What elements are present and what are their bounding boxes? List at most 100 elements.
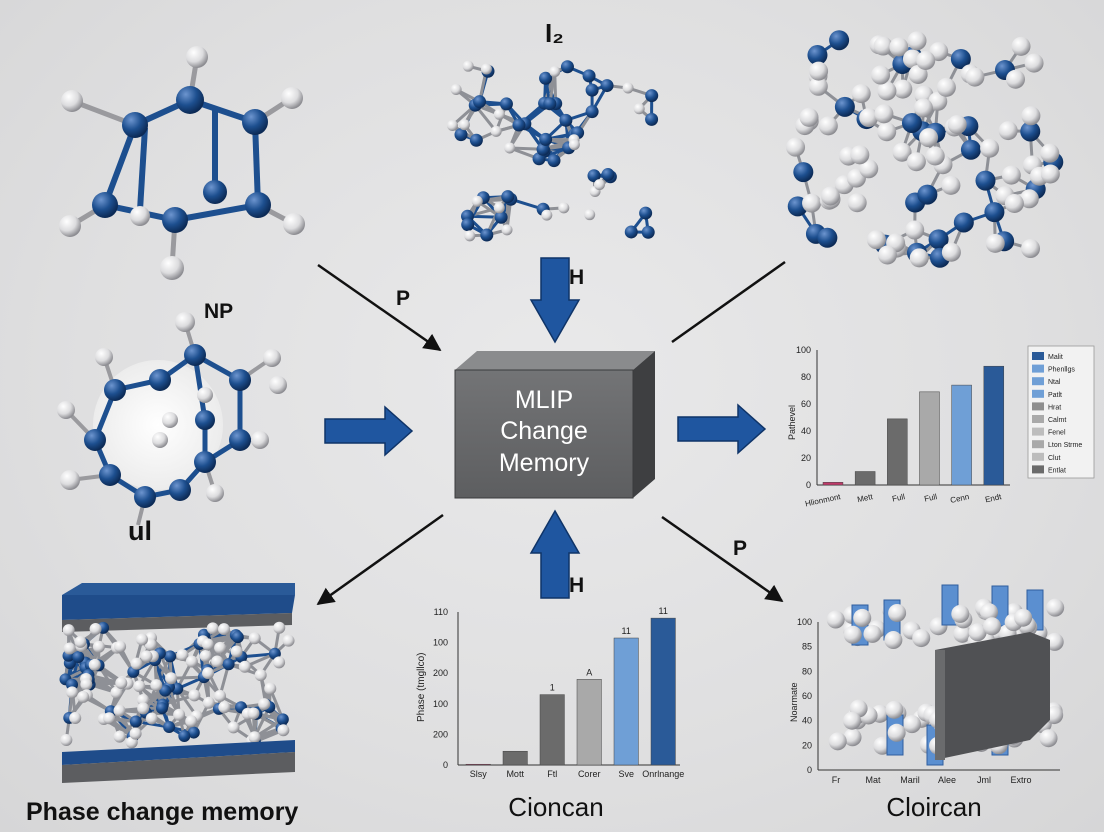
caption-cioncan: Cioncan <box>508 792 603 822</box>
chart1-legend-swatch <box>1032 440 1044 449</box>
chart2-y-label: Phase (tmgllco) <box>416 653 427 722</box>
chart3-y-tick: 85 <box>802 642 812 652</box>
arrow-topright-to-center <box>671 260 786 344</box>
chart3-x-tick: Mat <box>865 775 881 785</box>
chart1-legend-entry: Hrat <box>1048 404 1061 411</box>
chart2-data-label: A <box>586 667 592 677</box>
chart3-y-tick: 40 <box>802 716 812 726</box>
chart1-y-label: Pathevel <box>787 405 797 440</box>
chart1-legend-swatch <box>1032 427 1044 436</box>
blue-arrow-right-right <box>677 403 767 455</box>
chart2-y-tick: 100 <box>433 699 448 709</box>
caption-phase-change-memory: Phase change memory <box>26 798 298 826</box>
chart3-x-tick: Extro <box>1010 775 1031 785</box>
blue-arrow-down <box>529 257 581 344</box>
chart1-y-tick: 80 <box>801 372 811 382</box>
chart3-x-tick: Jml <box>977 775 991 785</box>
chart3-x-tick: Alee <box>938 775 956 785</box>
chart1-x-tick: Hlionmont <box>804 492 842 508</box>
chart3-y-label: Noarmate <box>789 682 799 722</box>
chart1-y-tick: 60 <box>801 399 811 409</box>
box-title-line1: MLIP <box>515 386 573 414</box>
chart2-x-tick: Corer <box>578 769 601 779</box>
chart2-y-tick: 200 <box>433 729 448 739</box>
chart1-bar <box>951 384 972 486</box>
chart1-bar <box>983 365 1005 486</box>
chart3-y-tick: 0 <box>807 765 812 775</box>
arrow-center-to-bottomleft <box>316 513 444 606</box>
label-arrow-p-top: P <box>396 287 410 310</box>
i2-molecule-cluster <box>446 60 659 242</box>
chart1-legend-entry: Phenllgs <box>1048 367 1075 374</box>
chart1-legend-swatch <box>1032 452 1044 461</box>
chart2-x-tick: Slsy <box>470 769 488 779</box>
chart2-x-tick: Sve <box>618 769 634 779</box>
arrow-center-to-bottomright <box>661 515 784 603</box>
chart1-legend-entry: Malit <box>1048 354 1063 361</box>
label-np: NP <box>204 300 233 323</box>
chart1-y-tick: 20 <box>801 453 811 463</box>
chart1-y-tick: 100 <box>796 345 811 355</box>
chart1-bar <box>887 418 908 486</box>
chart1-x-tick: Full <box>891 492 906 504</box>
chart3-y-tick: 20 <box>802 740 812 750</box>
label-ul: ul <box>128 516 152 546</box>
chart1-legend-entry: Fenel <box>1048 430 1066 437</box>
box-title-line2: Change <box>500 417 588 445</box>
np-ring-molecule <box>57 312 287 526</box>
chart1-bar <box>822 482 844 486</box>
chart3-x-tick: Fr <box>832 775 841 785</box>
chart1-legend-swatch <box>1032 352 1044 360</box>
chart2-y-tick: 0 <box>443 760 448 770</box>
chart2-bar <box>650 617 676 766</box>
chart1-legend-swatch <box>1032 389 1044 398</box>
mlip-change-memory-box: MLIP Change Memory <box>454 351 655 499</box>
blue-arrow-right-left <box>324 405 414 457</box>
chart1-legend-entry: Entlat <box>1048 467 1066 474</box>
cloircan-structure <box>826 584 1065 766</box>
chart1-bar <box>919 391 940 486</box>
chart1-legend-swatch <box>1032 364 1044 373</box>
chart2-bar <box>613 637 639 766</box>
chart2-x-tick: Onrlnange <box>642 769 684 779</box>
phase-change-memory-device <box>59 583 295 783</box>
chart1-y-tick: 40 <box>801 426 811 436</box>
chart2-x-tick: Mott <box>506 769 524 779</box>
chart2-bar <box>502 750 528 766</box>
chart1-x-tick: Mett <box>856 492 874 504</box>
arrow-topleft-to-center <box>317 263 442 352</box>
chart3-y-tick: 80 <box>802 666 812 676</box>
chart1-legend-swatch <box>1032 415 1044 423</box>
chart2-y-tick: 100 <box>433 638 448 648</box>
chart1-legend-swatch <box>1032 377 1044 386</box>
dense-crystal-structure <box>786 30 1064 268</box>
chart2-bar <box>465 763 491 766</box>
chart1-legend-swatch <box>1032 465 1044 474</box>
chart1-legend-entry: Clut <box>1048 455 1061 462</box>
chart1-x-tick: Endt <box>984 492 1003 504</box>
label-arrow-h-bottom: H <box>569 574 584 597</box>
chart1-legend-entry: Calmt <box>1048 417 1066 424</box>
chart3-y-tick: 60 <box>802 691 812 701</box>
chart2-bar <box>576 679 602 766</box>
chart1-y-tick: 0 <box>806 480 811 490</box>
chart1-legend-entry: Ntal <box>1048 379 1061 386</box>
box-title-line3: Memory <box>499 449 590 477</box>
chart1-legend-swatch <box>1032 402 1044 411</box>
chart2-y-tick: 200 <box>433 668 448 678</box>
caption-cloircan: Cloircan <box>886 792 981 822</box>
chart2-bar <box>539 694 565 766</box>
chart1-bar <box>854 471 876 486</box>
chart1-x-tick: Full <box>923 492 938 504</box>
chart1-x-tick: Cenn <box>949 492 970 505</box>
chart2-data-label: 11 <box>622 626 631 636</box>
chart1-legend-entry: Lton Strme <box>1048 442 1082 449</box>
chart3-y-tick: 100 <box>797 617 812 627</box>
label-i2: I₂ <box>545 18 564 48</box>
chart2-data-label: 1 <box>550 683 555 693</box>
chart2-data-label: 11 <box>659 606 668 616</box>
